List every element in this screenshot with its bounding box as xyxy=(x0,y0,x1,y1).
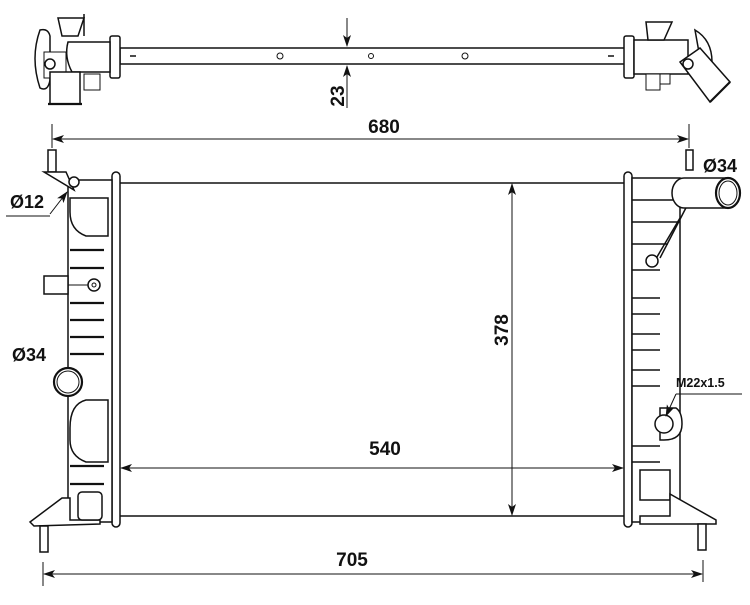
right-side-plate xyxy=(623,171,633,528)
top-view-right-tank xyxy=(623,21,732,104)
front-view: 378 540 705 Ø12 Ø34 Ø34 M22x1. xyxy=(6,149,742,586)
left-tank xyxy=(28,149,113,553)
dimension-top-width-label: 680 xyxy=(368,117,400,138)
callout-left-vent: Ø12 xyxy=(6,191,68,217)
callout-left-lower-pipe: Ø34 xyxy=(12,345,46,365)
right-mount-bracket xyxy=(639,492,717,525)
dimension-core-width: 540 xyxy=(120,439,624,472)
dimension-thickness-label: 23 xyxy=(328,85,349,106)
top-view-core-bar xyxy=(119,47,631,65)
callout-left-lower-pipe-label: Ø34 xyxy=(12,345,46,365)
right-mount-pin xyxy=(697,523,707,551)
dimension-thickness: 23 xyxy=(328,18,351,108)
left-lower-pipe xyxy=(52,366,84,398)
left-vent-screw xyxy=(68,176,80,188)
dimension-core-height-label: 378 xyxy=(492,314,513,346)
callout-drain-thread-label: M22x1.5 xyxy=(676,376,725,390)
right-tank xyxy=(631,149,742,551)
top-view-hole xyxy=(461,52,469,60)
dimension-overall-width-label: 705 xyxy=(336,550,368,571)
dimension-core-height: 378 xyxy=(492,183,516,516)
callout-left-vent-label: Ø12 xyxy=(10,192,44,212)
dimension-overall-width: 705 xyxy=(42,550,704,586)
top-view-cap-icon xyxy=(682,58,694,70)
callout-right-upper-pipe: Ø34 xyxy=(703,156,737,176)
callout-right-upper-pipe-label: Ø34 xyxy=(703,156,737,176)
top-view: 23 680 xyxy=(34,14,732,148)
right-drain-plug xyxy=(654,414,674,434)
top-view-hole xyxy=(276,52,284,60)
left-mount-pin xyxy=(39,525,49,553)
left-clip xyxy=(43,275,69,295)
callout-drain-thread: M22x1.5 xyxy=(665,376,742,417)
dimension-core-width-label: 540 xyxy=(369,439,401,460)
left-side-plate xyxy=(111,171,121,528)
top-view-hole xyxy=(368,53,374,59)
left-vent-pin xyxy=(47,149,57,173)
top-view-left-tank xyxy=(34,14,121,106)
right-vent-pin xyxy=(685,149,694,171)
dimension-top-width: 680 xyxy=(51,117,690,148)
